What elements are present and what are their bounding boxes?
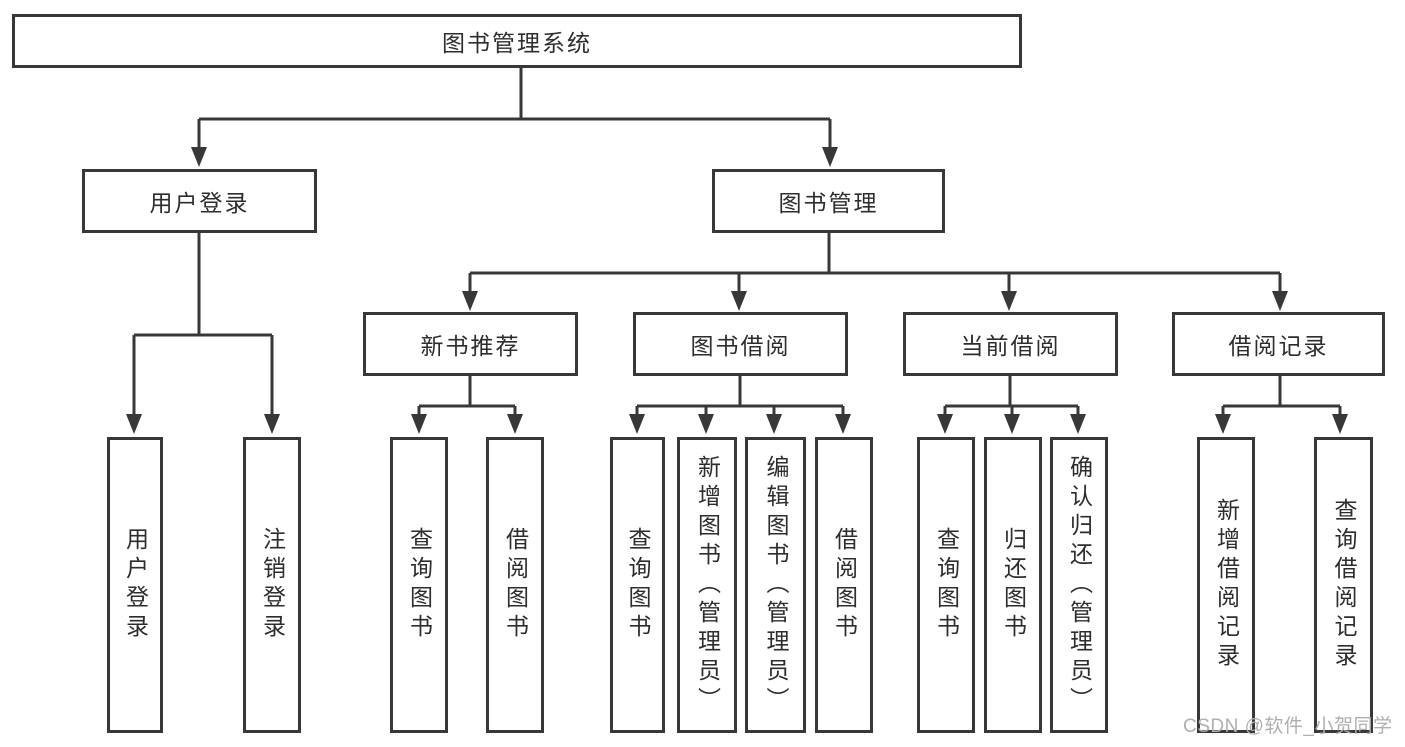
node-user-login: 用户登录 (82, 169, 317, 233)
node-library-system-root: 图书管理系统 (12, 14, 1022, 68)
leaf-newbook-borrow: 借阅图书 (486, 437, 544, 733)
leaf-current-query: 查询图书 (917, 437, 975, 733)
leaf-current-confirm-admin: 确认归还（管理员） (1050, 437, 1108, 733)
node-new-book-recommend: 新书推荐 (363, 312, 578, 376)
leaf-newbook-query: 查询图书 (390, 437, 448, 733)
leaf-borrow-query: 查询图书 (610, 437, 665, 733)
node-current-borrow: 当前借阅 (903, 312, 1118, 376)
watermark: CSDN @软件_小贺同学 (1183, 716, 1393, 737)
node-book-management: 图书管理 (712, 169, 945, 233)
leaf-borrow-edit-admin: 编辑图书（管理员） (745, 437, 806, 733)
node-borrow-record: 借阅记录 (1172, 312, 1385, 376)
node-book-borrow: 图书借阅 (633, 312, 848, 376)
leaf-logout: 注销登录 (243, 437, 301, 733)
leaf-borrow-borrow: 借阅图书 (815, 437, 873, 733)
leaf-user-login: 用户登录 (107, 437, 163, 733)
leaf-record-add: 新增借阅记录 (1197, 437, 1255, 733)
leaf-current-return: 归还图书 (984, 437, 1042, 733)
leaf-borrow-add-admin: 新增图书（管理员） (677, 437, 737, 733)
leaf-record-query: 查询借阅记录 (1314, 437, 1373, 733)
connector-lines (132, 68, 1342, 416)
